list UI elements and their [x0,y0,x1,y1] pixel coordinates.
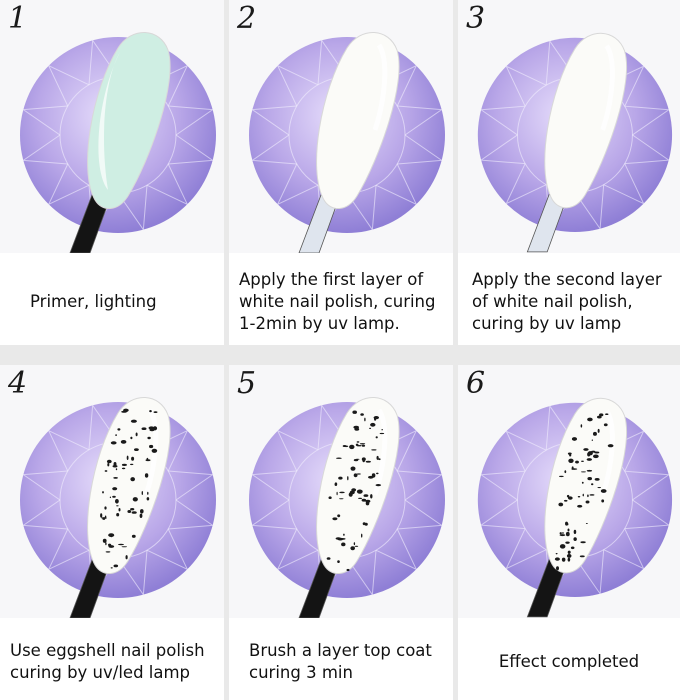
step-5-photo [229,365,453,618]
step-2-caption: Apply the first layer of white nail poli… [239,269,436,333]
step-4-panel: 4 Use eggshell nail polish curing by uv/… [0,365,224,700]
step-2-number: 2 [237,1,257,36]
step-5-panel: 5 Brush a layer top coat curing 3 min [229,365,453,700]
step-1-caption: Primer, lighting [30,291,157,311]
step-6-caption: Effect completed [498,651,640,671]
nail-tip [87,397,171,574]
step-6-number: 6 [466,366,486,401]
step-5-number: 5 [237,366,257,401]
step-3-number: 3 [466,1,486,36]
step-2-photo [229,0,453,253]
step-4-number: 4 [8,366,28,401]
eggshell-speckles [326,410,385,572]
nail-tip [544,32,628,209]
step-1-photo [0,0,224,253]
nail-tip [316,32,400,209]
step-5-caption: Brush a layer top coat curing 3 min [249,640,432,682]
step-3-photo [458,0,680,253]
step-2-panel: 2 Apply the first layer of white nail po… [229,0,453,345]
step-4-photo [0,365,224,618]
step-6-photo [458,365,680,618]
step-3-panel: 3 Apply the second layer of white nail p… [458,0,680,345]
step-4-caption: Use eggshell nail polish curing by uv/le… [10,640,205,682]
eggshell-speckles [554,413,614,571]
step-6-panel: 6 Effect completed [458,365,680,700]
nail-tip [87,32,171,209]
nail-tip [544,397,628,574]
nail-tip [316,397,400,574]
step-1-panel: 1 Primer, lighting [0,0,224,345]
step-1-number: 1 [8,1,28,36]
step-3-caption: Apply the second layer of white nail pol… [472,269,662,333]
eggshell-speckles [100,408,158,569]
